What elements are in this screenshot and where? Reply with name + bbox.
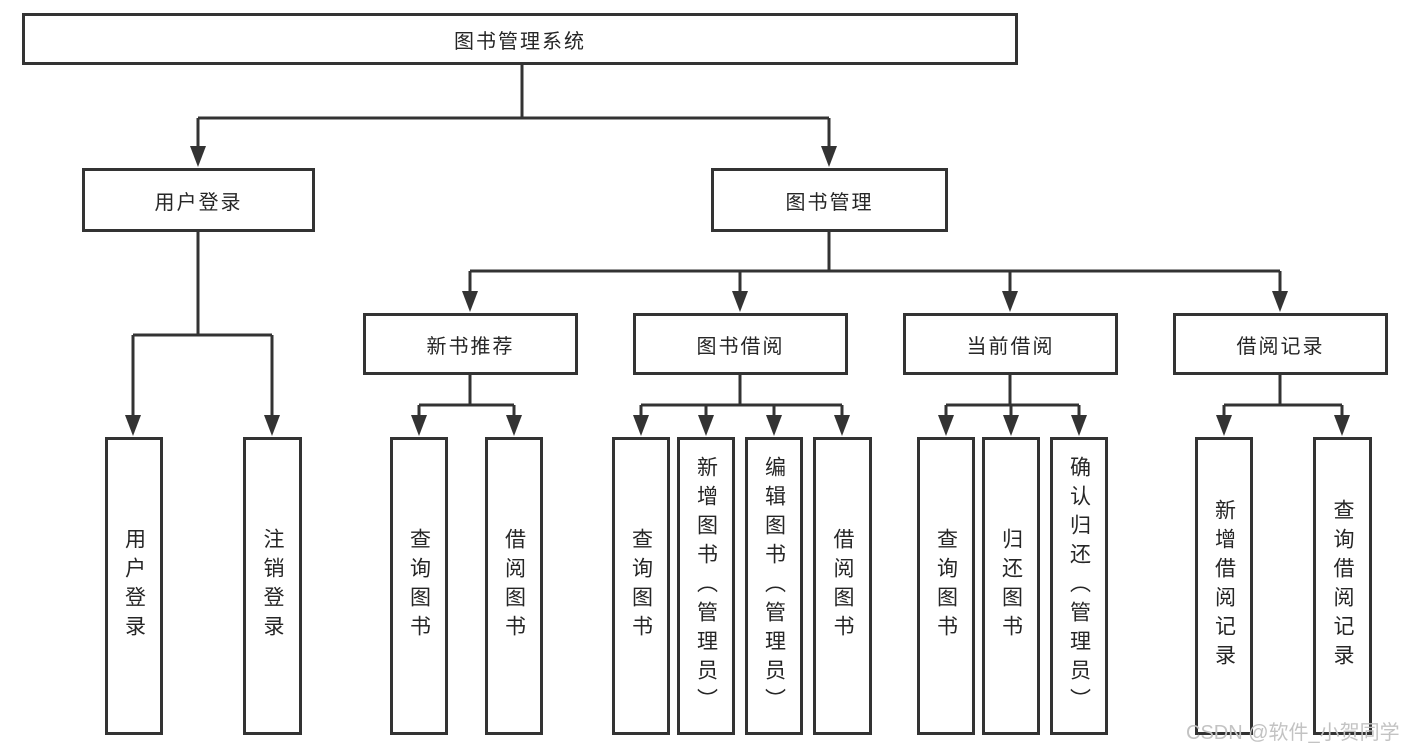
leaf-return-books-label: 归还图书 bbox=[999, 528, 1023, 644]
leaf-return-books: 归还图书 bbox=[982, 437, 1040, 735]
node-new-book-recommend: 新书推荐 bbox=[363, 313, 578, 375]
node-root-label: 图书管理系统 bbox=[454, 30, 586, 53]
leaf-current-query-books: 查询图书 bbox=[917, 437, 975, 735]
leaf-borrow-query-books-label: 查询图书 bbox=[629, 528, 653, 644]
node-book-management: 图书管理 bbox=[711, 168, 948, 232]
leaf-edit-books-admin-label: 编辑图书（管理员） bbox=[762, 455, 786, 717]
leaf-logout-label: 注销登录 bbox=[261, 528, 284, 644]
leaf-confirm-return-admin: 确认归还（管理员） bbox=[1050, 437, 1108, 735]
leaf-borrow-books-label: 借阅图书 bbox=[831, 528, 854, 644]
arrowhead-icons bbox=[125, 146, 1350, 436]
leaf-user-login: 用户登录 bbox=[105, 437, 163, 735]
leaf-logout: 注销登录 bbox=[243, 437, 302, 735]
node-current-borrow-label: 当前借阅 bbox=[966, 335, 1055, 358]
leaf-recommend-query-books: 查询图书 bbox=[390, 437, 448, 735]
leaf-current-query-books-label: 查询图书 bbox=[934, 528, 958, 644]
node-root: 图书管理系统 bbox=[22, 13, 1018, 65]
node-book-borrow-label: 图书借阅 bbox=[696, 335, 785, 358]
leaf-edit-books-admin: 编辑图书（管理员） bbox=[745, 437, 803, 735]
node-new-book-recommend-label: 新书推荐 bbox=[426, 335, 515, 358]
leaf-query-borrow-record: 查询借阅记录 bbox=[1313, 437, 1372, 735]
node-book-management-label: 图书管理 bbox=[785, 191, 874, 214]
leaf-add-books-admin: 新增图书（管理员） bbox=[677, 437, 735, 735]
leaf-recommend-borrow-books: 借阅图书 bbox=[485, 437, 543, 735]
leaf-recommend-query-books-label: 查询图书 bbox=[407, 528, 431, 644]
node-user-login: 用户登录 bbox=[82, 168, 315, 232]
node-current-borrow: 当前借阅 bbox=[903, 313, 1118, 375]
leaf-confirm-return-admin-label: 确认归还（管理员） bbox=[1067, 455, 1091, 717]
leaf-user-login-label: 用户登录 bbox=[122, 528, 146, 644]
node-user-login-label: 用户登录 bbox=[154, 191, 243, 214]
node-borrow-records-label: 借阅记录 bbox=[1236, 335, 1325, 358]
csdn-watermark: CSDN @软件_小贺同学 bbox=[1186, 722, 1400, 744]
leaf-query-borrow-record-label: 查询借阅记录 bbox=[1331, 499, 1354, 673]
node-borrow-records: 借阅记录 bbox=[1173, 313, 1388, 375]
leaf-add-books-admin-label: 新增图书（管理员） bbox=[694, 455, 718, 717]
node-book-borrow: 图书借阅 bbox=[633, 313, 848, 375]
leaf-add-borrow-record-label: 新增借阅记录 bbox=[1212, 499, 1236, 673]
tree-edges bbox=[131, 65, 1344, 422]
leaf-add-borrow-record: 新增借阅记录 bbox=[1195, 437, 1253, 735]
leaf-borrow-query-books: 查询图书 bbox=[612, 437, 670, 735]
leaf-recommend-borrow-books-label: 借阅图书 bbox=[502, 528, 526, 644]
leaf-borrow-books: 借阅图书 bbox=[813, 437, 872, 735]
